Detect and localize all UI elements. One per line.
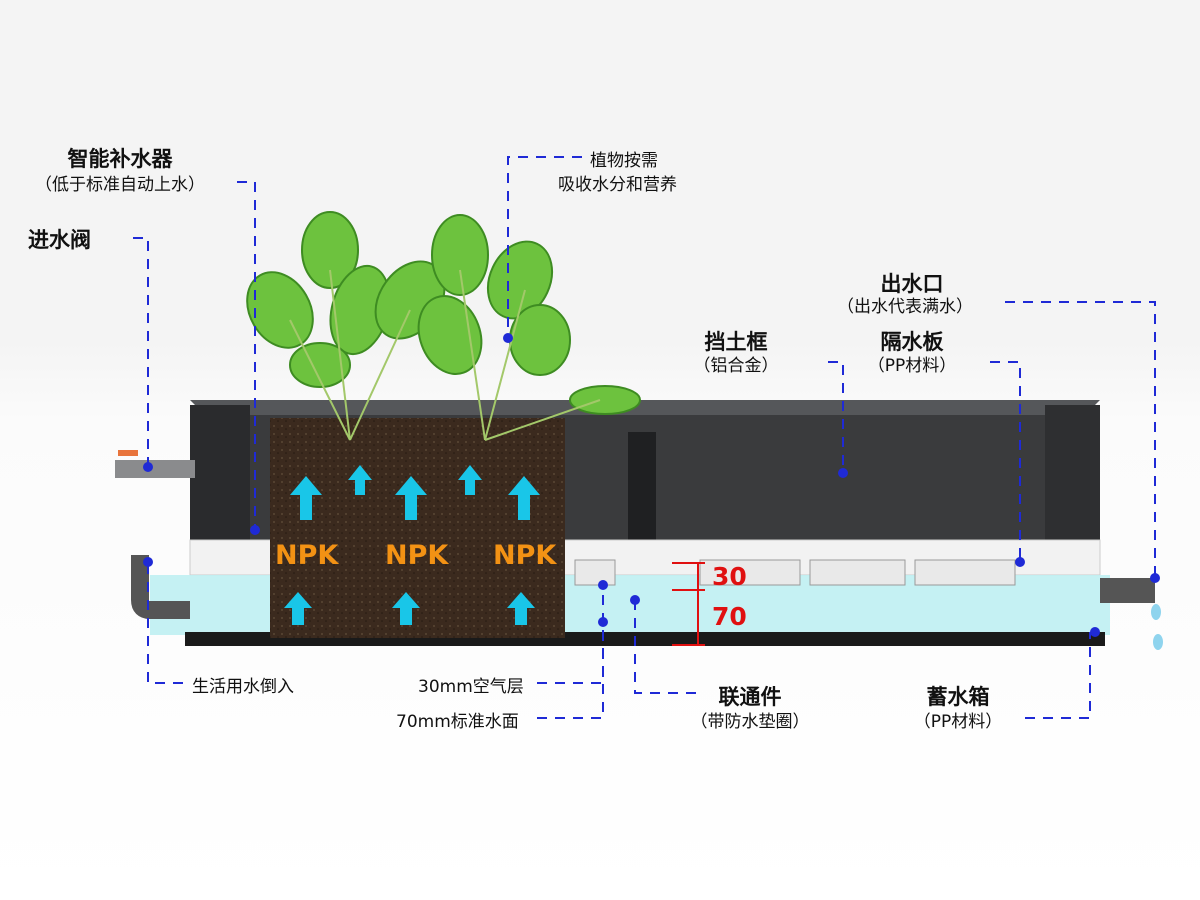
connector-subtitle: （带防水垫圈） <box>690 712 810 732</box>
nutrient-arrows <box>284 465 540 625</box>
npk-label: NPK <box>385 540 449 571</box>
plant-label-line1: 植物按需 <box>590 151 658 171</box>
outlet-pipe <box>1100 578 1155 603</box>
inlet-pipe <box>115 460 195 478</box>
dimension-marker <box>672 562 705 646</box>
soil-frame-subtitle: （铝合金） <box>693 356 779 376</box>
divider-title: 隔水板 <box>880 330 944 354</box>
inlet-valve-label: 进水阀 <box>28 228 91 252</box>
water-drops <box>1151 604 1163 650</box>
connector-title: 联通件 <box>718 685 782 709</box>
npk-label: NPK <box>275 540 339 571</box>
household-water-label: 生活用水倒入 <box>192 677 294 697</box>
outlet-subtitle: （出水代表满水） <box>837 297 973 317</box>
water-level-label: 70mm标准水面 <box>396 712 519 732</box>
divider-subtitle: （PP材料） <box>867 356 957 376</box>
plant-label-line2: 吸收水分和营养 <box>558 175 677 195</box>
side-pipe <box>131 555 190 619</box>
left-wall <box>190 405 250 540</box>
tank-subtitle: （PP材料） <box>913 712 1003 732</box>
right-wall <box>1045 405 1100 540</box>
soil-frame-title: 挡土框 <box>704 330 768 354</box>
plants <box>246 211 641 415</box>
npk-label: NPK <box>493 540 557 571</box>
refill-device-title: 智能补水器 <box>67 147 173 171</box>
refill-device-subtitle: （低于标准自动上水） <box>35 175 205 195</box>
air-layer-label: 30mm空气层 <box>418 677 524 697</box>
leader-dots <box>143 333 1160 637</box>
tank-title: 蓄水箱 <box>926 685 990 709</box>
valve-handle <box>118 450 138 456</box>
water-height-value: 70 <box>712 602 747 631</box>
outlet-title: 出水口 <box>880 272 944 296</box>
stems <box>289 269 601 441</box>
frame-top <box>190 400 1100 415</box>
air-height-value: 30 <box>712 562 747 591</box>
leader-lines <box>133 156 1156 719</box>
